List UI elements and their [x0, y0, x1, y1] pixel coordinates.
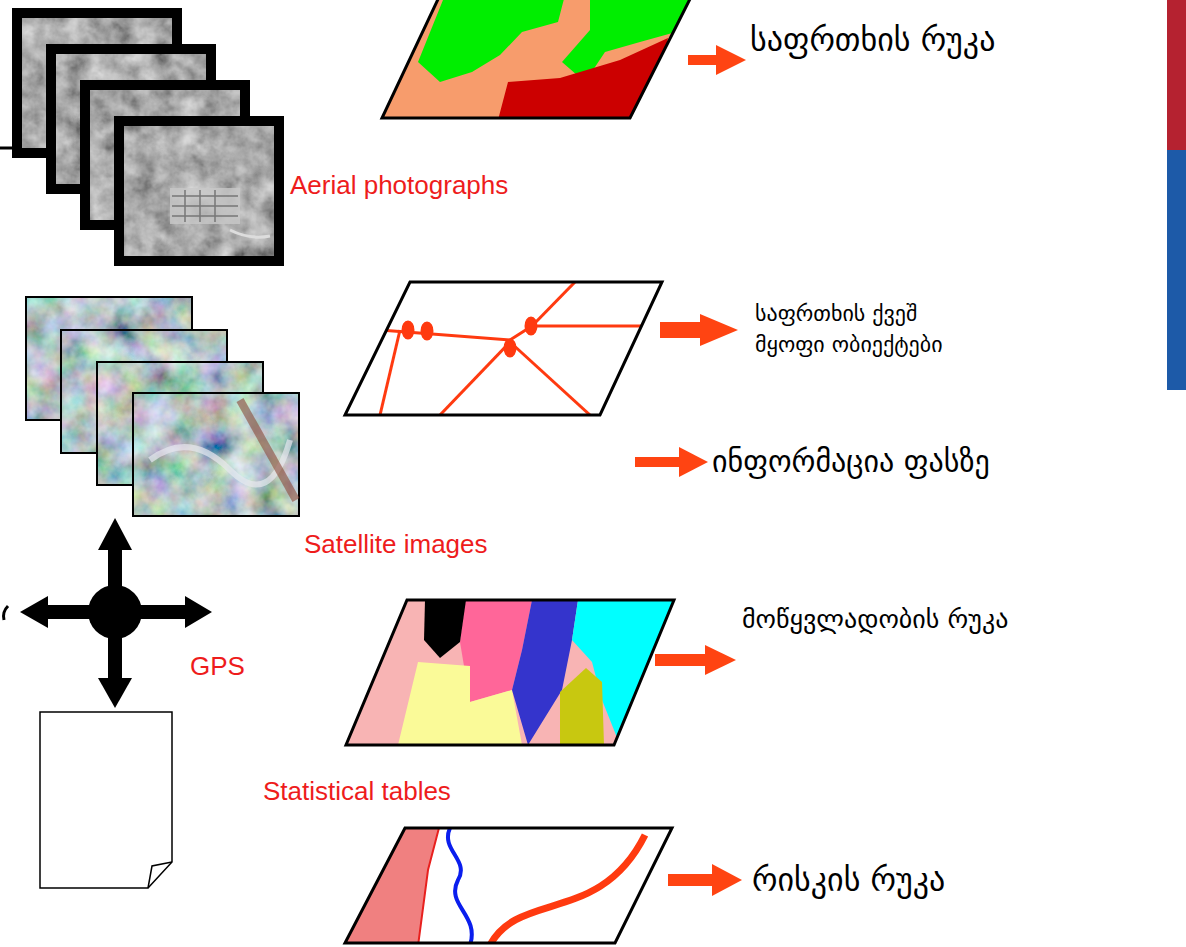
- elements-map: [345, 282, 662, 415]
- elements-map-part: [345, 282, 662, 415]
- aerial-photo-stack-part: [0, 147, 14, 150]
- risk-map-part-part: [448, 828, 472, 945]
- pointer-arrows-part: [668, 874, 714, 886]
- pointer-arrows-part: [635, 457, 681, 467]
- elements-map-part-part: [380, 330, 400, 415]
- gps-symbol-part: [4, 606, 9, 620]
- elements-map-part-part: [440, 342, 510, 415]
- side-bars-part: [1167, 150, 1186, 390]
- satellite-image-stack-part: [240, 400, 296, 500]
- risk-map-part-part: [340, 824, 440, 946]
- map-title: ინფორმაცია ფასზე: [712, 444, 990, 480]
- elements-map-part-part: [505, 340, 515, 356]
- gps-symbol-part: [108, 636, 122, 680]
- pointer-arrows-part: [712, 864, 742, 896]
- gps-symbol-part: [98, 678, 132, 708]
- elements-map-part-part: [510, 342, 590, 415]
- vulnerability-map-part-part: [560, 668, 604, 745]
- pointer-arrows-part: [700, 314, 738, 346]
- elements-map-part-part: [422, 323, 432, 339]
- gps-symbol-part: [20, 596, 48, 628]
- elements-map-part-part: [403, 322, 413, 338]
- source-label: Statistical tables: [263, 776, 451, 807]
- elements-map-part-part: [532, 282, 575, 326]
- aerial-photo-stack-part: [230, 230, 270, 237]
- source-label: GPS: [190, 651, 245, 682]
- hazard-map-part-part: [498, 38, 668, 120]
- vulnerability-map-part: [340, 595, 680, 750]
- aerial-photo-stack-part: [172, 190, 238, 222]
- hazard-map: [370, 0, 710, 130]
- satellite-image-stack: [25, 296, 300, 517]
- vulnerability-map-part: [346, 600, 674, 745]
- risk-map: [340, 824, 672, 946]
- risk-map-part: [345, 828, 672, 943]
- pointer-arrows-part: [660, 322, 702, 338]
- gps-symbol-part: [108, 545, 122, 590]
- pointer-arrows-part: [705, 645, 736, 675]
- map-title: მოწყვლადობის რუკა: [742, 604, 1008, 635]
- gps-symbol-part: [138, 605, 188, 619]
- document-page-part: [148, 862, 172, 888]
- satellite-image-stack-part: [132, 392, 300, 517]
- aerial-photo-stack-part: [124, 126, 274, 256]
- aerial-photo-stack-part: [170, 188, 240, 224]
- vulnerability-map-part-part: [398, 662, 522, 745]
- hazard-map-part-part: [418, 0, 565, 82]
- map-title: რისკის რუკა: [752, 861, 945, 899]
- map-title: საფრთხის რუკა: [750, 21, 995, 59]
- gps-symbol-part: [185, 596, 212, 628]
- pointer-arrows-part: [688, 55, 718, 65]
- elements-map-part-part: [526, 318, 536, 334]
- document-page-part: [40, 712, 172, 888]
- gps-symbol: [4, 518, 213, 708]
- hazard-map-part-part: [370, 0, 710, 130]
- pointer-arrows-part: [655, 654, 707, 666]
- hazard-map-part: [382, 0, 692, 118]
- map-title: საფრთხის ქვეშ მყოფი ობიექტები: [755, 299, 987, 361]
- hazard-map-part: [370, 0, 710, 130]
- pointer-arrows-part: [716, 45, 746, 75]
- vulnerability-map: [340, 595, 680, 750]
- source-label: Aerial photographs: [290, 170, 508, 201]
- vulnerability-map-part-part: [340, 595, 680, 750]
- side-bars-part: [1167, 0, 1186, 150]
- vulnerability-map-part-part: [424, 600, 466, 658]
- elements-map-part: [345, 282, 662, 415]
- aerial-photo-stack: [0, 8, 284, 266]
- risk-map-part: [340, 824, 645, 946]
- source-label: Satellite images: [304, 529, 488, 560]
- gps-symbol-part: [98, 518, 132, 550]
- satellite-image-stack-part: [134, 394, 298, 515]
- aerial-photo-stack-part: [114, 116, 284, 266]
- gps-symbol-part: [44, 605, 94, 619]
- side-bars: [1167, 0, 1186, 390]
- pointer-arrows-part: [679, 447, 708, 477]
- gps-symbol-part: [88, 585, 142, 639]
- elements-map-part: [380, 282, 662, 415]
- document-page: [40, 712, 172, 888]
